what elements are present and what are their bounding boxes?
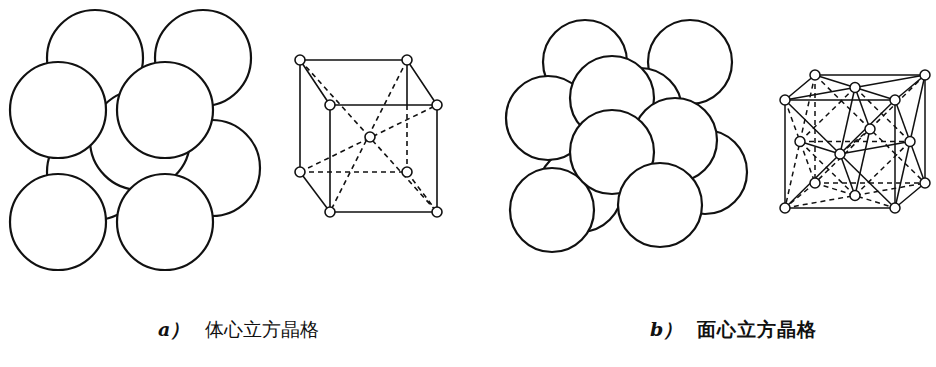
fcc-sphere-model bbox=[506, 20, 747, 252]
figure-letter: b） bbox=[650, 318, 682, 341]
figure-caption: 体心立方晶格 bbox=[205, 318, 319, 341]
figure-letter: a） bbox=[158, 318, 189, 341]
bcc-sphere-model bbox=[10, 10, 260, 270]
bcc-cell bbox=[295, 55, 442, 217]
fcc-cell bbox=[780, 70, 930, 213]
figure-caption: 面心立方晶格 bbox=[697, 318, 817, 341]
